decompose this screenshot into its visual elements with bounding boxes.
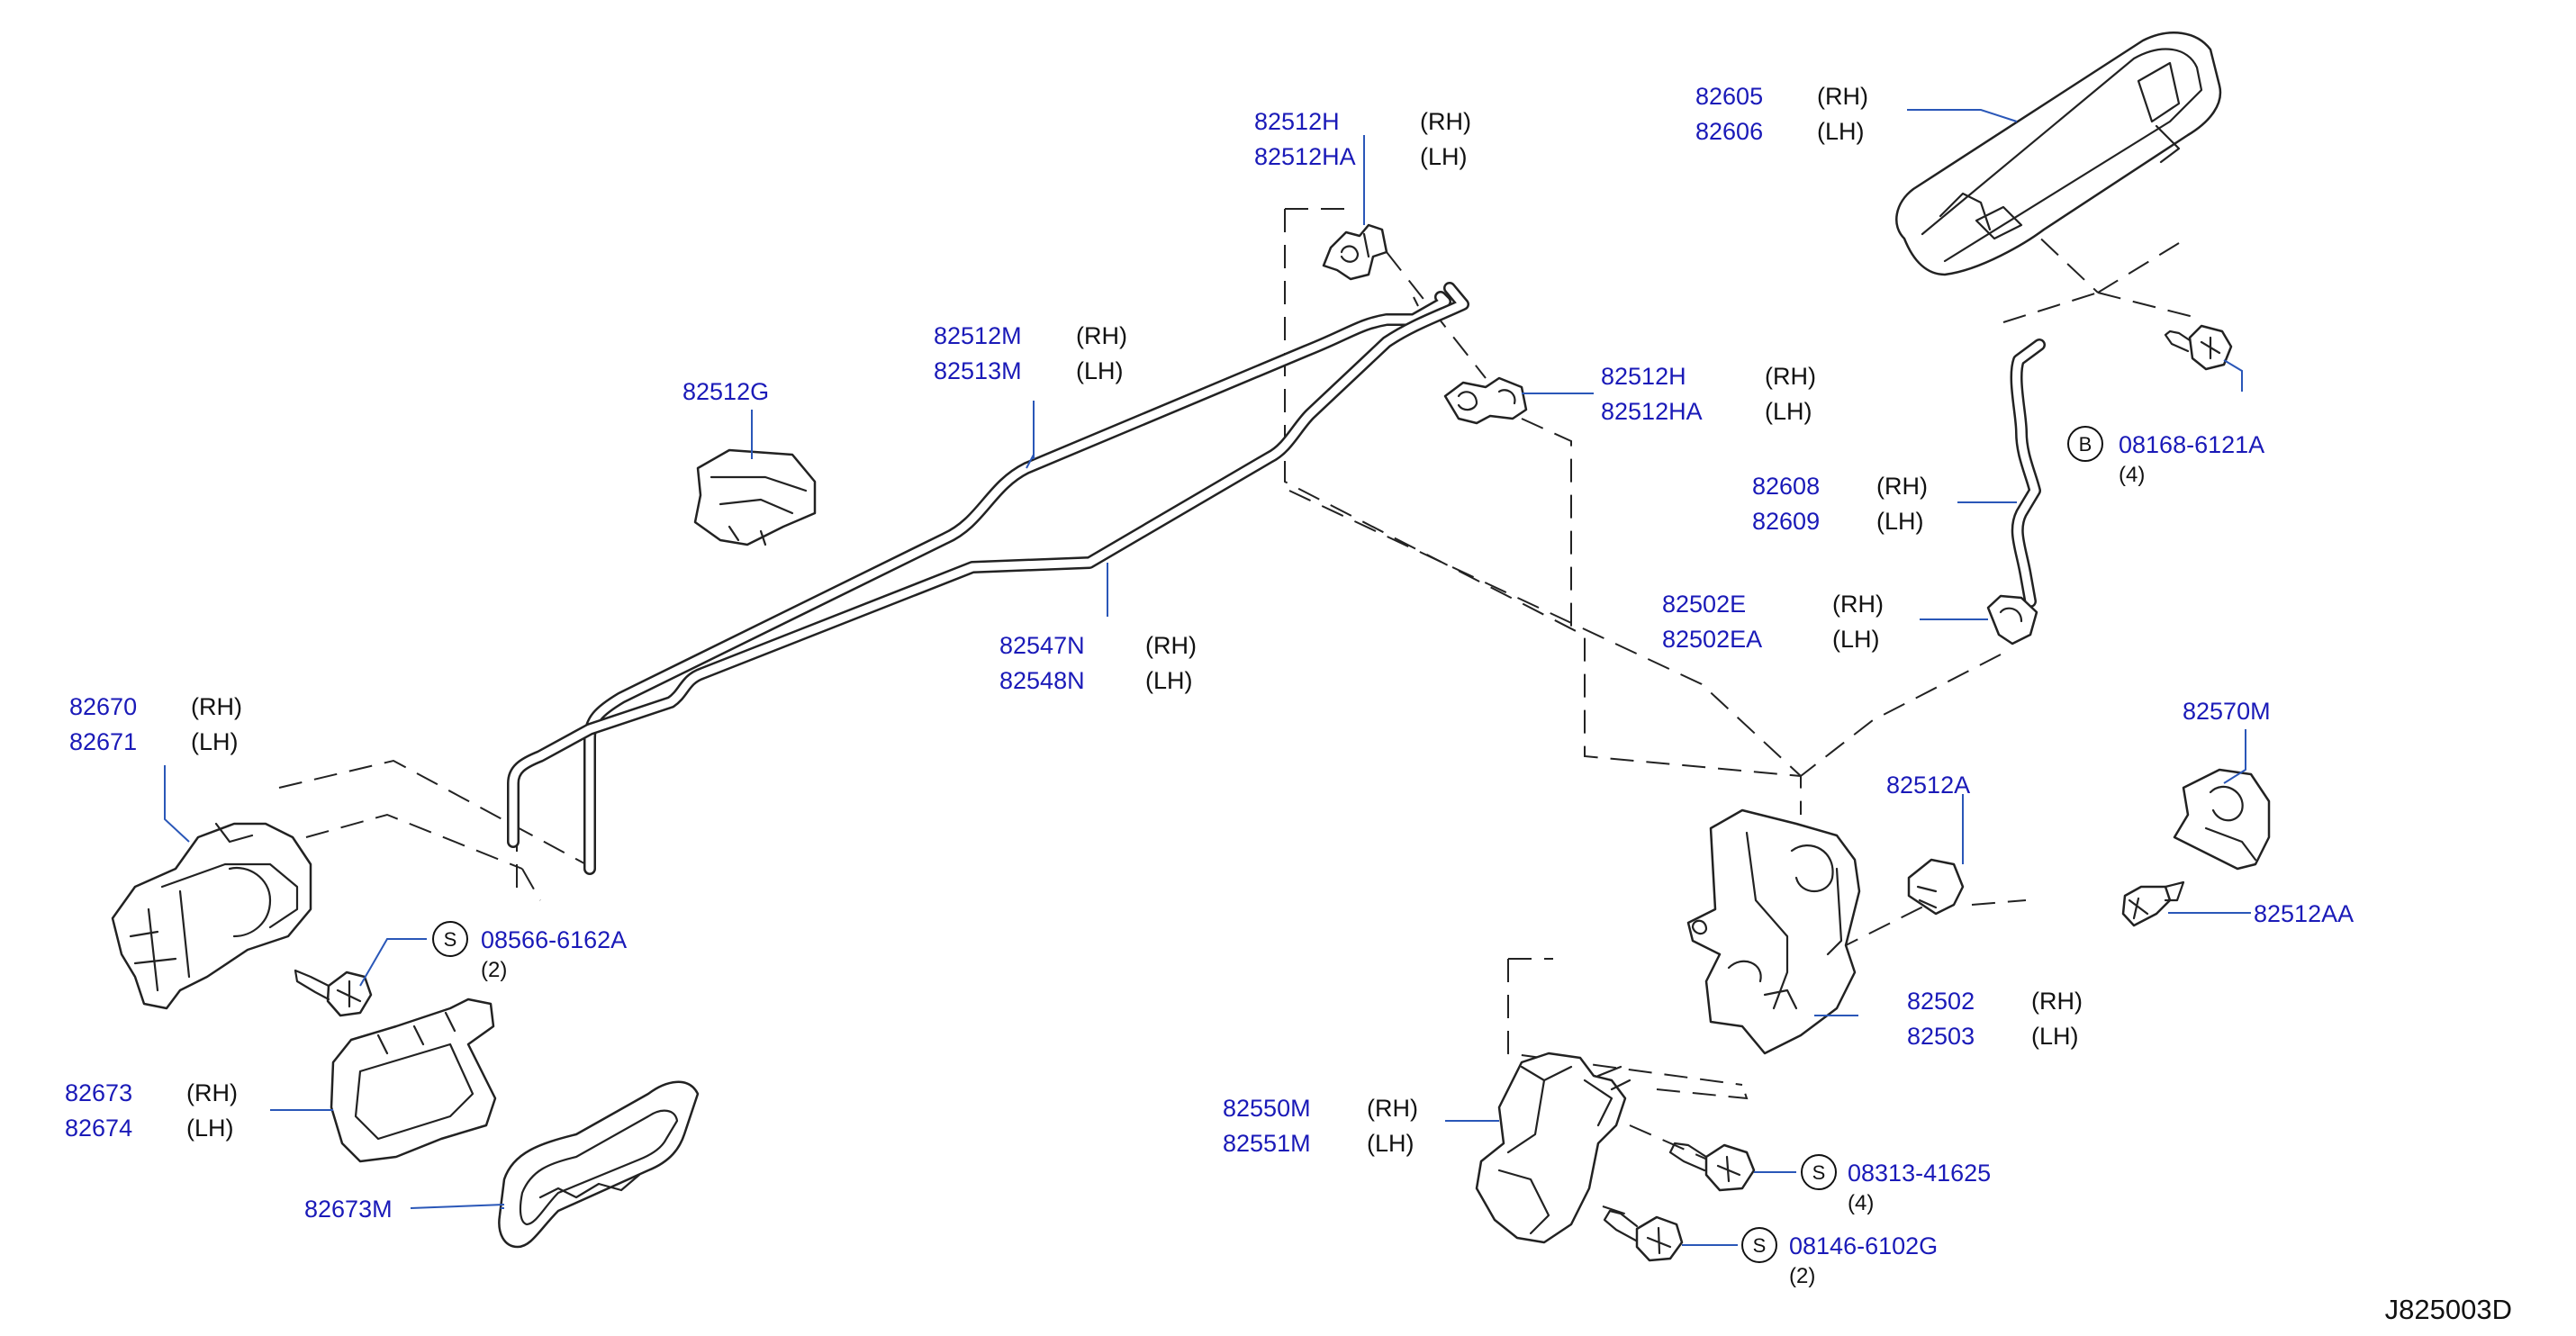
bezel-82673m — [498, 1080, 700, 1249]
symbol-s-08146: S — [1753, 1234, 1767, 1257]
label-82502: 82502 — [1907, 988, 1975, 1015]
clip-82512h-mid — [1443, 376, 1528, 425]
label-82674: 82674 — [65, 1115, 132, 1142]
label-82502e-side: (RH) — [1832, 591, 1884, 618]
label-82513m-side: (LH) — [1076, 357, 1124, 384]
label-08146: 08146-6102G — [1789, 1232, 1938, 1259]
label-82512h-top: 82512H — [1254, 108, 1340, 135]
rod-82547n — [507, 282, 1469, 848]
clip-82512g — [693, 448, 817, 546]
screw-08566 — [294, 969, 373, 1017]
label-82502-side: (RH) — [2031, 988, 2083, 1015]
label-82503-side: (LH) — [2031, 1023, 2079, 1050]
label-82512h-mid: 82512H — [1601, 363, 1686, 390]
label-08566: 08566-6162A — [481, 926, 627, 953]
label-08168-qty: (4) — [2119, 463, 2145, 487]
label-82512ha-top: 82512HA — [1254, 143, 1356, 170]
symbol-circle-s-08566 — [432, 921, 468, 957]
label-82551m-side: (LH) — [1367, 1130, 1415, 1157]
label-82547n-side: (RH) — [1145, 632, 1197, 659]
bolt-08146 — [1603, 1209, 1684, 1262]
label-82673-side: (RH) — [186, 1079, 238, 1106]
escutcheon-82673 — [330, 997, 497, 1163]
label-08313: 08313-41625 — [1848, 1160, 1991, 1187]
label-08168: 08168-6121A — [2119, 431, 2264, 458]
label-82570m: 82570M — [2183, 698, 2271, 725]
label-82502ea-side: (LH) — [1832, 626, 1880, 653]
label-82512m: 82512M — [934, 322, 1022, 349]
symbol-circle-s-08146 — [1741, 1227, 1777, 1263]
door-lock-82502 — [1686, 808, 1861, 1055]
label-82671: 82671 — [69, 728, 137, 755]
bolt-08168 — [2164, 324, 2233, 371]
rod-82608 — [2010, 339, 2046, 608]
label-82503: 82503 — [1907, 1023, 1975, 1050]
label-82513m: 82513M — [934, 357, 1022, 384]
screw-82512aa — [2121, 880, 2185, 927]
label-82502e: 82502E — [1662, 591, 1746, 618]
rod-82512m — [583, 291, 1451, 875]
screw-82512a — [1907, 858, 1965, 916]
label-82551m: 82551M — [1223, 1130, 1311, 1157]
label-82512m-side: (RH) — [1076, 322, 1127, 349]
label-08146-qty: (2) — [1789, 1264, 1815, 1288]
assembly-dashed-lines — [278, 208, 2198, 1216]
label-82608-side: (RH) — [1876, 473, 1928, 500]
label-82671-side: (LH) — [191, 728, 239, 755]
label-82673m: 82673M — [304, 1196, 393, 1223]
label-82605: 82605 — [1695, 83, 1763, 110]
symbol-s-08566: S — [444, 928, 457, 951]
outside-handle-82605 — [1895, 32, 2222, 276]
symbol-b: B — [2079, 433, 2092, 456]
actuator-82550m — [1475, 1052, 1631, 1244]
rod-holder-82502e — [1986, 594, 2038, 645]
label-82512h-top-side: (RH) — [1420, 108, 1471, 135]
label-82512aa: 82512AA — [2254, 900, 2354, 927]
symbol-circle-s-08313 — [1801, 1154, 1837, 1190]
label-82670-side: (RH) — [191, 693, 242, 720]
diagram-code: J825003D — [2385, 1294, 2512, 1325]
symbol-circle-b — [2067, 426, 2103, 462]
bolt-08313 — [1668, 1142, 1756, 1192]
inside-handle-82670 — [111, 822, 312, 1010]
label-82670: 82670 — [69, 693, 137, 720]
label-82502ea: 82502EA — [1662, 626, 1762, 653]
label-82512h-mid-side: (RH) — [1765, 363, 1816, 390]
label-82512ha-mid-side: (LH) — [1765, 398, 1812, 425]
symbol-s-08313: S — [1812, 1161, 1826, 1184]
label-82606: 82606 — [1695, 118, 1763, 145]
label-08313-qty: (4) — [1848, 1191, 1874, 1215]
label-82548n: 82548N — [999, 667, 1085, 694]
label-82608: 82608 — [1752, 473, 1820, 500]
clip-82512h-top — [1322, 223, 1388, 281]
label-82673: 82673 — [65, 1079, 132, 1106]
label-82547n: 82547N — [999, 632, 1085, 659]
label-82550m: 82550M — [1223, 1095, 1311, 1122]
label-82512a: 82512A — [1886, 772, 1970, 799]
label-82674-side: (LH) — [186, 1115, 234, 1142]
label-08566-qty: (2) — [481, 958, 507, 982]
label-82512ha-top-side: (LH) — [1420, 143, 1468, 170]
label-82609-side: (LH) — [1876, 508, 1924, 535]
label-82550m-side: (RH) — [1367, 1095, 1418, 1122]
callout-labels: 82512H (RH) 82512HA (LH) 82605 (RH) 8260… — [65, 83, 2512, 1325]
label-82512g: 82512G — [682, 378, 769, 405]
label-82512ha-mid: 82512HA — [1601, 398, 1703, 425]
bracket-82570m — [2173, 768, 2271, 871]
label-82605-side: (RH) — [1817, 83, 1868, 110]
label-82609: 82609 — [1752, 508, 1820, 535]
leader-lines — [164, 109, 2251, 1246]
label-82606-side: (LH) — [1817, 118, 1865, 145]
label-82548n-side: (LH) — [1145, 667, 1193, 694]
